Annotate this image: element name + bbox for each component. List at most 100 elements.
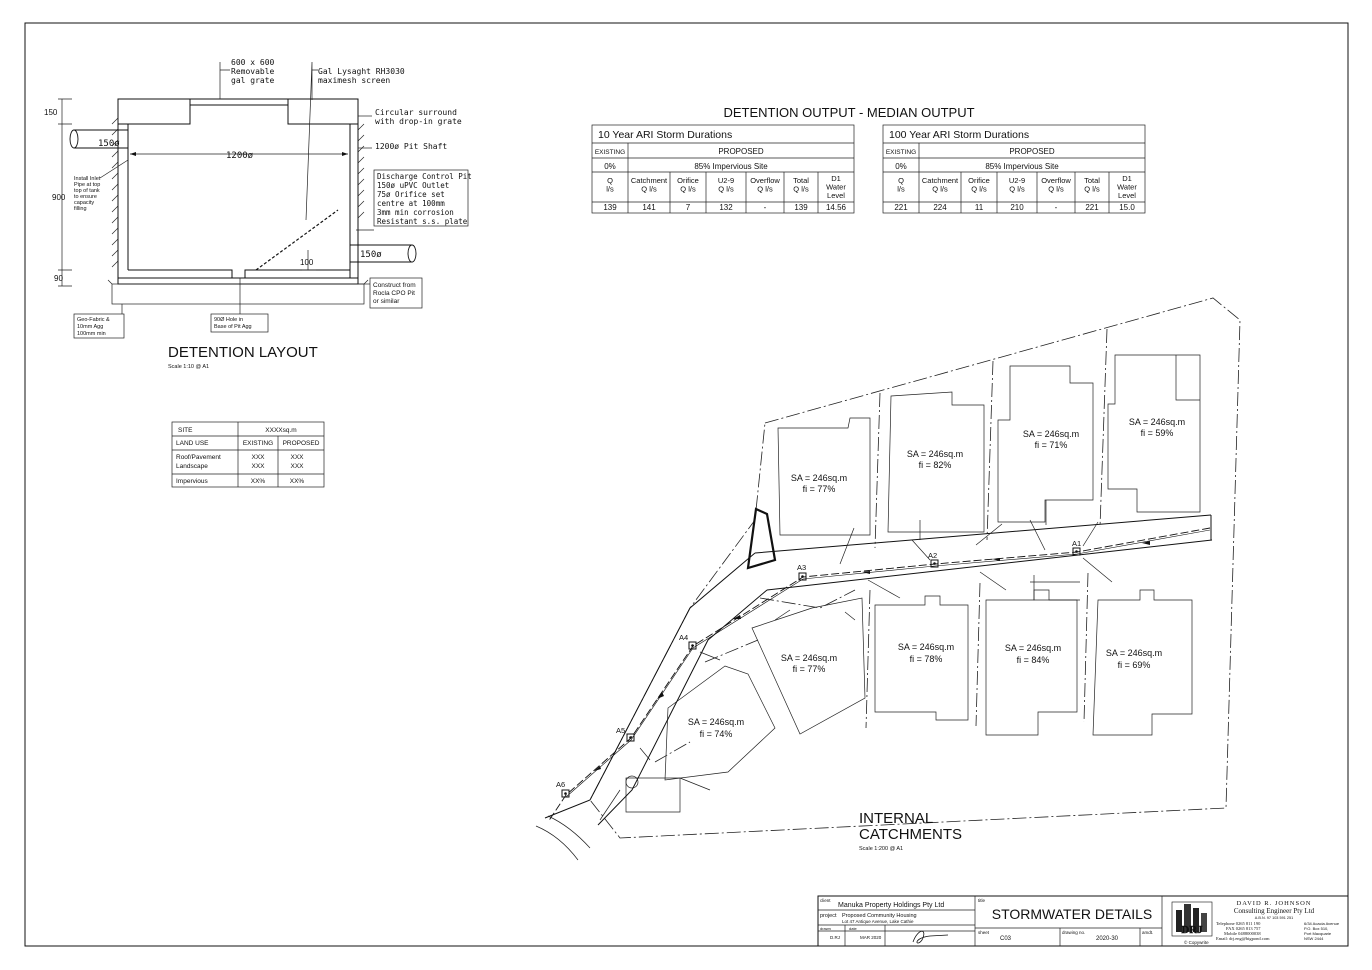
- lot-3-fi: fi = 71%: [1035, 440, 1068, 450]
- pit-label-a3: A3: [797, 563, 806, 572]
- svg-text:Discharge Control Pit: Discharge Control Pit: [377, 172, 472, 181]
- column-header: Water: [1117, 183, 1137, 192]
- pit-label-a2: A2: [928, 551, 937, 560]
- dim-90-label: 90: [54, 274, 63, 283]
- column-header: Overflow: [750, 176, 780, 185]
- grate-leader: [219, 62, 230, 99]
- existing-percent: 0%: [895, 162, 907, 171]
- lot-7-fi: fi = 84%: [1017, 655, 1050, 665]
- client-name: Manuka Property Holdings Pty Ltd: [838, 902, 944, 909]
- orifice-dimension: [302, 250, 316, 271]
- project-name: Proposed Community Housing: [842, 913, 917, 919]
- row-proposed-0: XXX: [290, 454, 304, 461]
- lot-6-fi: fi = 78%: [910, 654, 943, 664]
- pit-markers: [561, 547, 1081, 798]
- inlet-leader: [99, 159, 129, 179]
- row-existing-2: XX%: [251, 478, 266, 485]
- svg-text:3mm min corrosion: 3mm min corrosion: [377, 208, 454, 217]
- grate-label-3: gal grate: [231, 76, 275, 85]
- svg-text:150ø uPVC Outlet: 150ø uPVC Outlet: [377, 181, 449, 190]
- house-upper-3: [997, 365, 1094, 523]
- house-lower-5: [664, 665, 776, 791]
- title-block: client Manuka Property Holdings Pty Ltd …: [817, 895, 1349, 947]
- existing-label: EXISTING: [595, 149, 625, 156]
- svg-text:Rocla CPO Pit: Rocla CPO Pit: [373, 290, 415, 297]
- proposed-description: 85% Impervious Site: [985, 162, 1059, 171]
- firm-abn: A.B.N. 97 103 591 251: [1255, 916, 1293, 920]
- svg-text:Construct from: Construct from: [373, 282, 416, 289]
- svg-text:to ensure: to ensure: [74, 194, 97, 200]
- output-value: 14.56: [826, 203, 847, 212]
- svg-text:75ø Orifice set: 75ø Orifice set: [377, 190, 445, 199]
- address-line-3: Port Macquarie: [1304, 931, 1332, 936]
- output-table-heading: 100 Year ARI Storm Durations: [889, 129, 1029, 141]
- lot-4-fi: fi = 59%: [1141, 428, 1174, 438]
- inlet-pipe: [74, 129, 128, 149]
- output-value: 221: [894, 203, 908, 212]
- outlet-size-label: 150ø: [360, 250, 382, 260]
- column-header: Q l/s: [680, 185, 696, 194]
- detention-output-section: DETENTION OUTPUT - MEDIAN OUTPUT 10 Year…: [591, 105, 1146, 214]
- driveway: [544, 514, 1213, 826]
- house-lower-3: [1092, 589, 1193, 736]
- svg-text:Geo-Fabric &: Geo-Fabric &: [77, 317, 110, 323]
- column-header: U2-9: [718, 176, 734, 185]
- column-header: D1: [1122, 174, 1132, 183]
- header-existing: EXISTING: [243, 440, 273, 447]
- column-header: Total: [793, 176, 809, 185]
- signature-mark: [912, 930, 949, 944]
- svg-text:90Ø Hole in: 90Ø Hole in: [214, 317, 243, 323]
- sheet-border: [24, 22, 1349, 947]
- lot-2-area: SA = 246sq.m: [907, 449, 963, 459]
- svg-text:or similar: or similar: [373, 298, 400, 305]
- sheet-label: sheet: [978, 930, 990, 935]
- proposed-label: PROPOSED: [718, 147, 764, 156]
- row-proposed-1: XXX: [290, 463, 304, 470]
- lot-6-area: SA = 246sq.m: [898, 642, 954, 652]
- pit-floor: [128, 269, 350, 278]
- drj-logo: DRJ © Copywrite: [1171, 901, 1213, 945]
- lot-5-fi: fi = 77%: [793, 664, 826, 674]
- output-value: 210: [1010, 203, 1024, 212]
- project-label: project: [820, 913, 837, 919]
- grate-label-2: Removable: [231, 67, 275, 76]
- pit-base-slab: [117, 277, 359, 285]
- svg-text:Install Inlet: Install Inlet: [74, 176, 101, 182]
- pit-right-wall: [349, 124, 359, 278]
- discharge-control-note: Discharge Control Pit 150ø uPVC Outlet 7…: [373, 169, 472, 227]
- internal-catchments-plan: A1 A2 A3 A4 A5 A6 SA = 246sq.m fi = 77% …: [535, 297, 1241, 861]
- pit-top-slab: [117, 98, 359, 125]
- catchments-scale: Scale 1:200 @ A1: [859, 846, 903, 852]
- svg-text:top of tank: top of tank: [74, 188, 100, 194]
- svg-text:Pipe at top: Pipe at top: [74, 182, 100, 188]
- output-value: 221: [1085, 203, 1099, 212]
- detention-layout-scale: Scale 1:10 @ A1: [168, 364, 209, 370]
- svg-text:Base of Pit Agg: Base of Pit Agg: [214, 324, 252, 330]
- column-header: Q l/s: [1084, 185, 1100, 194]
- column-header: Overflow: [1041, 176, 1071, 185]
- column-header: Q: [898, 176, 904, 185]
- house-lower-1: [874, 595, 969, 721]
- maximesh-screen: [255, 209, 339, 271]
- surround-label-2: with drop-in grate: [375, 117, 462, 126]
- house-upper-2: [887, 391, 985, 533]
- row-use-0: Roof/Pavement: [176, 454, 221, 461]
- output-value: 15.0: [1119, 203, 1135, 212]
- stormwater-pipe: [547, 527, 1211, 823]
- existing-percent: 0%: [604, 162, 616, 171]
- screen-label-2: maximesh screen: [318, 76, 390, 85]
- shaft-label: 1200ø Pit Shaft: [375, 142, 447, 151]
- site-label: SITE: [178, 427, 193, 434]
- detention-pit-circle: [625, 775, 639, 789]
- lot-2-fi: fi = 82%: [919, 460, 952, 470]
- date-value: MAR 2020: [860, 935, 882, 940]
- column-header: Q l/s: [641, 185, 657, 194]
- column-header: Orifice: [677, 176, 699, 185]
- proposed-description: 85% Impervious Site: [694, 162, 768, 171]
- pit-label-a1: A1: [1072, 539, 1081, 548]
- contact-phone: Telephone 0265 811 190: [1216, 921, 1261, 926]
- column-header: D1: [831, 174, 841, 183]
- pit-label-a5: A5: [616, 726, 625, 735]
